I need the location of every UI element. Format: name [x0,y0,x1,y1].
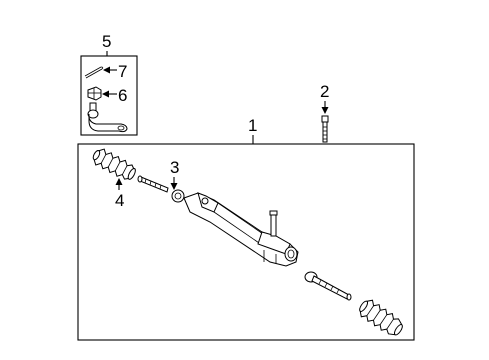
left-inner-tie-rod-part [137,175,169,193]
steering-gear-assembly-box [77,143,415,341]
rack-bushing-part [171,189,185,203]
callout-4: 4 [115,191,124,210]
callout-2: 2 [320,82,329,101]
right-inner-tie-rod-part [304,271,352,301]
castle-nut-part [87,86,102,101]
tie-rod-end-part [87,102,128,133]
callout-7: 7 [118,62,127,81]
right-boot-part [359,299,403,336]
cotter-pin-part [84,66,104,79]
callout-5: 5 [102,32,111,51]
steering-rack-housing-part [183,192,299,267]
callout-3: 3 [170,158,179,177]
callout-6: 6 [118,86,127,105]
tie-rod-end-kit-box [80,55,138,136]
callout-1: 1 [248,116,257,135]
left-boot-part [92,148,136,180]
tie-rod-bolt-part [321,115,329,143]
